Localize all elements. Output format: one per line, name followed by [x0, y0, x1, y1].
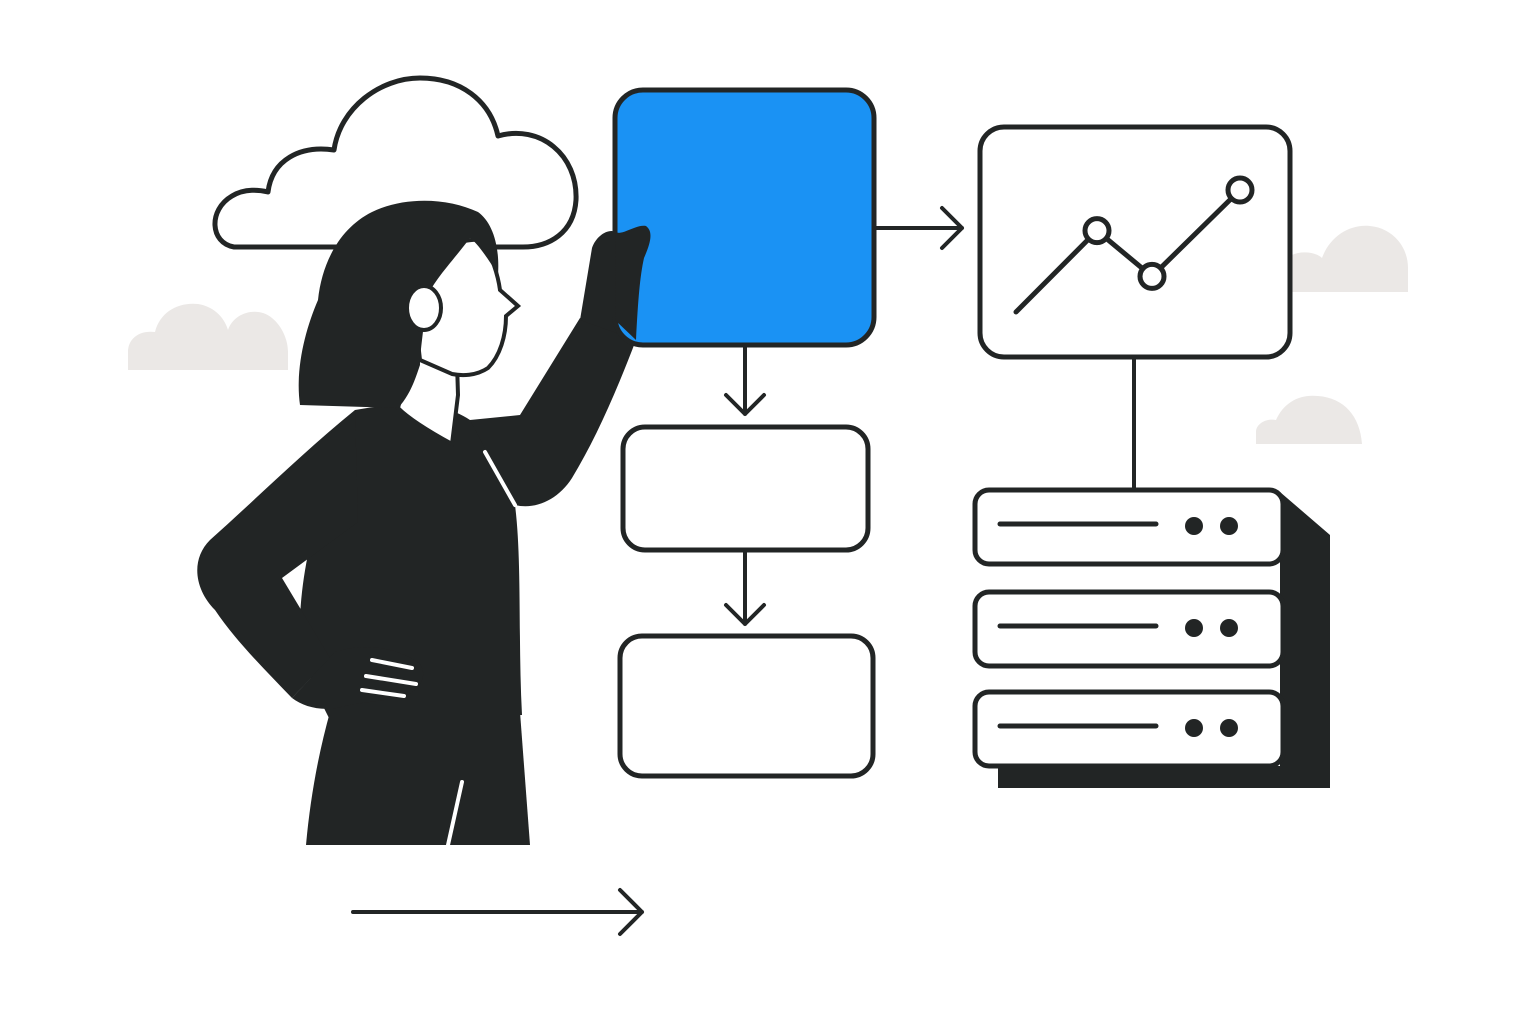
person-ear: [405, 284, 443, 332]
server-unit: [972, 589, 1286, 669]
chart-point: [1082, 216, 1112, 246]
person-clothing-lines: [446, 450, 517, 847]
cloud-icon: [212, 75, 579, 250]
server-unit: [972, 689, 1286, 769]
gray-cloud-small-icon: [1256, 395, 1362, 444]
chart-series-line: [1013, 187, 1243, 315]
highlighted-process-box: [612, 87, 877, 348]
person-hair: [298, 200, 499, 408]
line-chart-icon: [977, 124, 1293, 360]
bottom-arrow-icon: [351, 888, 644, 936]
chart-panel: [977, 124, 1293, 360]
person-raised-arm: [470, 318, 636, 507]
server-stack-icon: [972, 487, 1330, 788]
woman-pointing-icon: [197, 200, 651, 847]
server-side-shadow: [998, 492, 1330, 788]
connectors: [351, 206, 1136, 936]
person-pants: [306, 712, 530, 845]
server-led-dot: [1185, 619, 1203, 637]
arrow-blue-to-box1-icon: [724, 343, 766, 416]
process-box-2: [620, 424, 871, 553]
arrow-blue-to-chart-icon: [874, 206, 964, 250]
server-unit-body: [972, 689, 1286, 769]
gray-cloud-left-icon: [128, 303, 288, 370]
person-pointing-finger: [615, 225, 651, 340]
server-led-dot: [1220, 517, 1238, 535]
arrow-box1-to-box2-icon: [724, 548, 766, 626]
server-unit: [972, 487, 1286, 567]
server-led-dot: [1185, 719, 1203, 737]
chart-point: [1225, 175, 1255, 205]
server-unit-body: [972, 589, 1286, 669]
server-units: [972, 487, 1286, 769]
person-left-arm: [197, 410, 358, 698]
gray-cloud-right-icon: [1290, 225, 1408, 292]
chart-point: [1137, 261, 1167, 291]
server-unit-body: [972, 487, 1286, 567]
person-fingers: [360, 658, 418, 698]
server-led-dot: [1185, 517, 1203, 535]
server-led-dot: [1220, 619, 1238, 637]
process-box-3: [617, 633, 876, 779]
chart-marks: [1013, 175, 1255, 315]
small-clouds: [128, 225, 1408, 444]
server-led-dot: [1220, 719, 1238, 737]
